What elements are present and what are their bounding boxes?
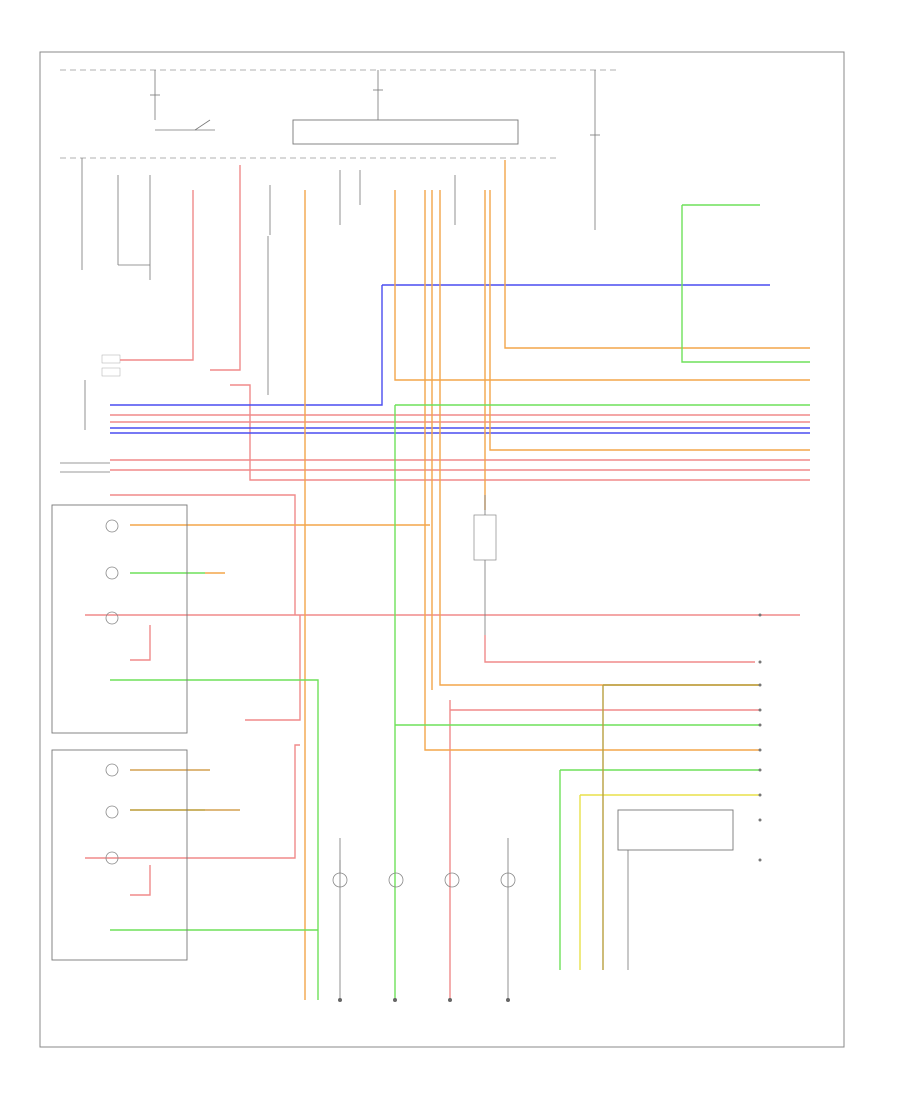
red-wires xyxy=(85,165,810,1000)
right-tail-light-assembly xyxy=(51,749,188,961)
green-wires xyxy=(110,204,810,1000)
diagram-border xyxy=(39,51,845,1048)
right-terminal-dot xyxy=(758,793,762,797)
orange-wires xyxy=(130,160,810,1000)
right-terminal-labels xyxy=(758,613,762,862)
left-tail-light-assembly xyxy=(51,504,188,734)
right-terminal-dot xyxy=(758,723,762,727)
control-module-box xyxy=(292,119,519,145)
right-terminal-dot xyxy=(758,683,762,687)
trailer-connector-box xyxy=(617,809,734,851)
tail-bulbs xyxy=(105,519,119,865)
bottom-ground-drops xyxy=(339,838,509,1000)
right-terminal-dot xyxy=(758,708,762,712)
right-terminal-dot xyxy=(758,858,762,862)
fuse-left xyxy=(150,70,160,120)
right-terminal-dot xyxy=(758,613,762,617)
upper-drops xyxy=(81,158,456,395)
ground-symbols xyxy=(338,998,510,1002)
fuse-right xyxy=(590,70,600,230)
yellow-wires xyxy=(130,684,760,970)
bottom-bulbs xyxy=(332,872,516,888)
right-terminal-dot xyxy=(758,818,762,822)
right-terminal-dot xyxy=(758,748,762,752)
blue-wires xyxy=(110,284,810,434)
right-terminal-dot xyxy=(758,768,762,772)
fuse-center xyxy=(373,70,383,120)
switch-top xyxy=(155,119,215,131)
right-terminal-dot xyxy=(758,660,762,664)
center-relay xyxy=(473,495,497,635)
left-harness-labels xyxy=(101,354,121,377)
